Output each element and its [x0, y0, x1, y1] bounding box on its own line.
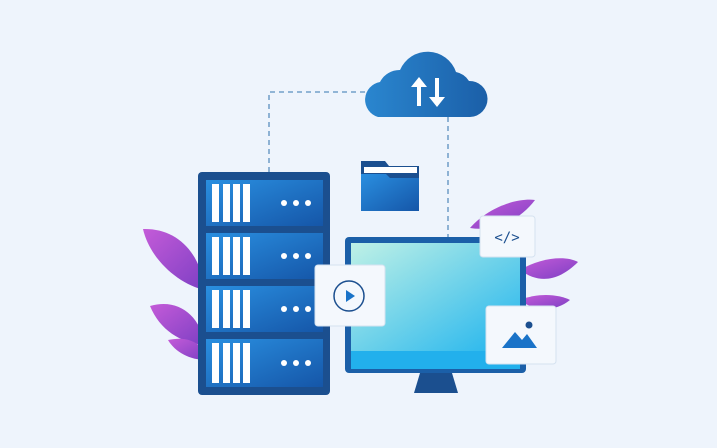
- image-card: [485, 305, 557, 365]
- server-unit: [206, 180, 323, 226]
- code-card: </>: [479, 215, 536, 258]
- video-card: [314, 264, 386, 327]
- server-unit: [206, 339, 323, 387]
- server-unit: [206, 286, 323, 332]
- server-rack-icon: [198, 172, 330, 395]
- leaf-icon: [143, 228, 206, 360]
- code-icon: </>: [494, 230, 519, 246]
- folder-icon: [361, 161, 419, 211]
- cloud-sync-icon: [365, 51, 488, 117]
- play-icon: [333, 280, 365, 312]
- image-icon: [502, 321, 537, 348]
- connector-lines: [268, 91, 449, 237]
- server-unit: [206, 233, 323, 279]
